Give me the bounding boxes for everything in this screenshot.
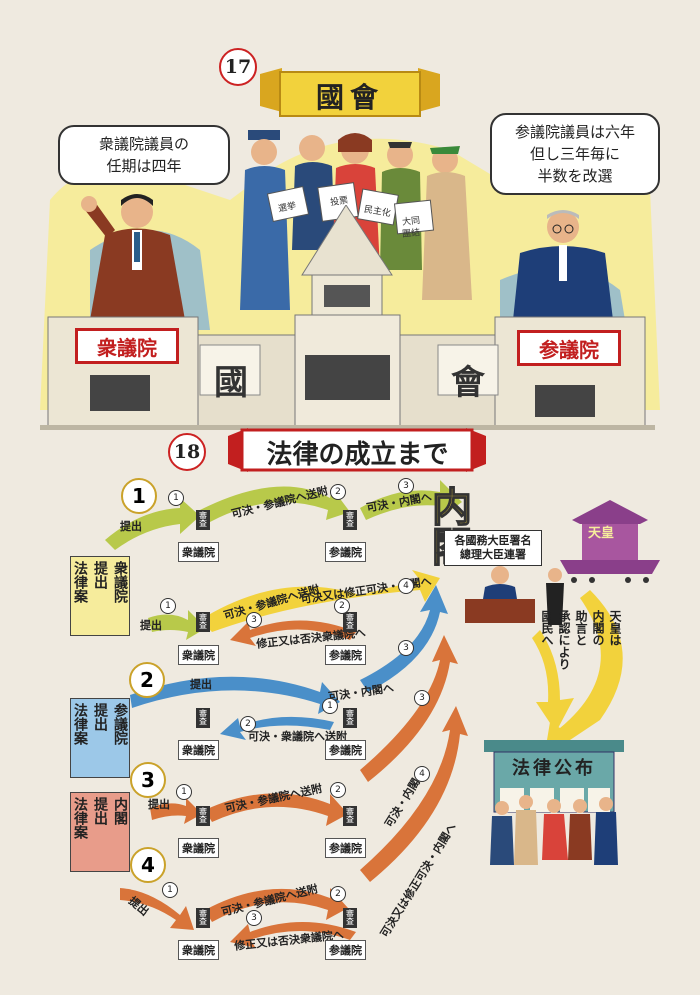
- route-1-review-right: 審査: [343, 510, 357, 530]
- lower-house-bill-col-2: 提出: [92, 561, 108, 589]
- step-circle-route3-3: 3: [414, 690, 430, 706]
- law-title-banner: [228, 428, 486, 472]
- prime-minister-desk: [465, 566, 564, 625]
- emperor-text-col-5: 國民へ: [540, 610, 554, 646]
- route-3-review-left: 審査: [196, 806, 210, 826]
- emperor-label: 天皇: [588, 526, 615, 541]
- right-bubble-line-1: 参議院議員は六年: [514, 123, 635, 141]
- building-char-right: 會: [451, 363, 485, 403]
- route-3-review-right: 審査: [343, 806, 357, 826]
- route-4-review-left: 審査: [196, 908, 210, 928]
- route-1-review-left: 審査: [196, 510, 210, 530]
- route-3-house-right: 参議院: [325, 838, 366, 858]
- left-bubble-line-2: 任期は四年: [106, 157, 182, 175]
- route-1b-review-left: 審査: [196, 612, 210, 632]
- route-2-number: 2: [129, 662, 165, 698]
- route-1-submit: 提出: [120, 520, 142, 533]
- emperor-palace: [560, 500, 660, 583]
- left-speech-bubble: 衆議院議員の 任期は四年: [58, 125, 230, 185]
- step-circle-3b: 3: [246, 612, 262, 628]
- step-circle-3: 3: [398, 478, 414, 494]
- route-2-house-left: 衆議院: [178, 740, 219, 760]
- left-bubble-line-1: 衆議院議員の: [98, 135, 189, 153]
- step-circle-route3-2: 2: [330, 782, 346, 798]
- step-circle-1: 1: [168, 490, 184, 506]
- route-1b-submit: 提出: [140, 619, 162, 632]
- step-circle-1b: 1: [160, 598, 176, 614]
- right-bubble-line-2: 但し三年毎に: [529, 145, 620, 163]
- route-3-number: 3: [130, 762, 166, 798]
- cabinet-sign-line-2: 總理大臣連署: [460, 548, 526, 561]
- section-18-number: 18: [168, 433, 206, 471]
- route-2-submit: 提出: [190, 678, 212, 691]
- promulgation-sign: 法律公布: [512, 758, 596, 779]
- lower-house-bill-col-3: 法律案: [72, 561, 88, 603]
- route-2-house-right: 参議院: [325, 740, 366, 760]
- upper-house-bill-col-2: 提出: [92, 703, 108, 731]
- route-2-review-left: 審査: [196, 708, 210, 728]
- step-circle-route2-3: 3: [398, 640, 414, 656]
- step-circle-route4-3: 3: [246, 910, 262, 926]
- section-18-title: 法律の成立まで: [266, 440, 449, 470]
- cabinet-bill-box: 内閣 提出 法律案: [70, 792, 130, 872]
- lower-house-bill-col-1: 衆議院: [112, 561, 128, 603]
- citizens-crowd-figure: [240, 130, 472, 310]
- step-circle-2: 2: [330, 484, 346, 500]
- emperor-text-col-4: 承認により: [557, 610, 571, 670]
- emperor-arrow-text: 天皇は 内閣の 助言と 承認により 國民へ: [540, 610, 622, 670]
- step-circle-route4-2: 2: [330, 886, 346, 902]
- emperor-text-col-3: 助言と: [574, 610, 588, 646]
- route-4-house-left: 衆議院: [178, 940, 219, 960]
- route-3-house-left: 衆議院: [178, 838, 219, 858]
- route-4-number: 4: [130, 847, 166, 883]
- route-1-house-right: 参議院: [325, 542, 366, 562]
- emperor-text-col-2: 内閣の: [591, 610, 605, 646]
- lower-house-sign: 衆議院: [75, 328, 179, 364]
- route-1-number: 1: [121, 478, 157, 514]
- route-1b-review-right: 審査: [343, 612, 357, 632]
- step-circle-2b: 2: [334, 598, 350, 614]
- step-circle-route2-1: 1: [322, 698, 338, 714]
- kokkai-title-banner: [260, 68, 440, 117]
- cabinet-bill-col-3: 法律案: [72, 797, 88, 839]
- route-2-flow-2: 可決・衆議院へ送附: [248, 730, 347, 743]
- right-bubble-line-3: 半数を改選: [537, 167, 613, 185]
- step-circle-route2-2: 2: [240, 716, 256, 732]
- route-3-submit: 提出: [148, 798, 170, 811]
- building-char-left: 國: [214, 363, 248, 403]
- upper-house-sign: 参議院: [517, 330, 621, 366]
- route-1-house-left: 衆議院: [178, 542, 219, 562]
- section-17-title: 國會: [315, 81, 384, 114]
- diet-building-illustration: [40, 205, 655, 430]
- cabinet-bill-col-1: 内閣: [112, 797, 128, 825]
- route-1b-house-left: 衆議院: [178, 645, 219, 665]
- lower-house-bill-box: 衆議院 提出 法律案: [70, 556, 130, 636]
- section-17-number: 17: [219, 48, 257, 86]
- step-circle-route4-4: 4: [414, 766, 430, 782]
- step-circle-route4-1: 1: [162, 882, 178, 898]
- route-4-house-right: 参議院: [325, 940, 366, 960]
- route-2-review-right: 審査: [343, 708, 357, 728]
- lower-house-member-figure: [81, 194, 185, 320]
- route-1b-house-right: 参議院: [325, 645, 366, 665]
- upper-house-bill-col-1: 参議院: [112, 703, 128, 745]
- route-4-review-right: 審査: [343, 908, 357, 928]
- cabinet-bill-col-2: 提出: [92, 797, 108, 825]
- step-circle-4b: 4: [398, 578, 414, 594]
- upper-house-member-figure: [513, 210, 613, 320]
- right-speech-bubble: 参議院議員は六年 但し三年毎に 半数を改選: [490, 113, 660, 195]
- step-circle-route3-1: 1: [176, 784, 192, 800]
- promulgation-board: [484, 740, 624, 865]
- cabinet-sign-line-1: 各國務大臣署名: [454, 534, 532, 547]
- emperor-text-col-1: 天皇は: [608, 610, 622, 646]
- upper-house-bill-box: 参議院 提出 法律案: [70, 698, 130, 778]
- upper-house-bill-col-3: 法律案: [72, 703, 88, 745]
- cabinet-signature-sign: 各國務大臣署名 總理大臣連署: [444, 530, 542, 566]
